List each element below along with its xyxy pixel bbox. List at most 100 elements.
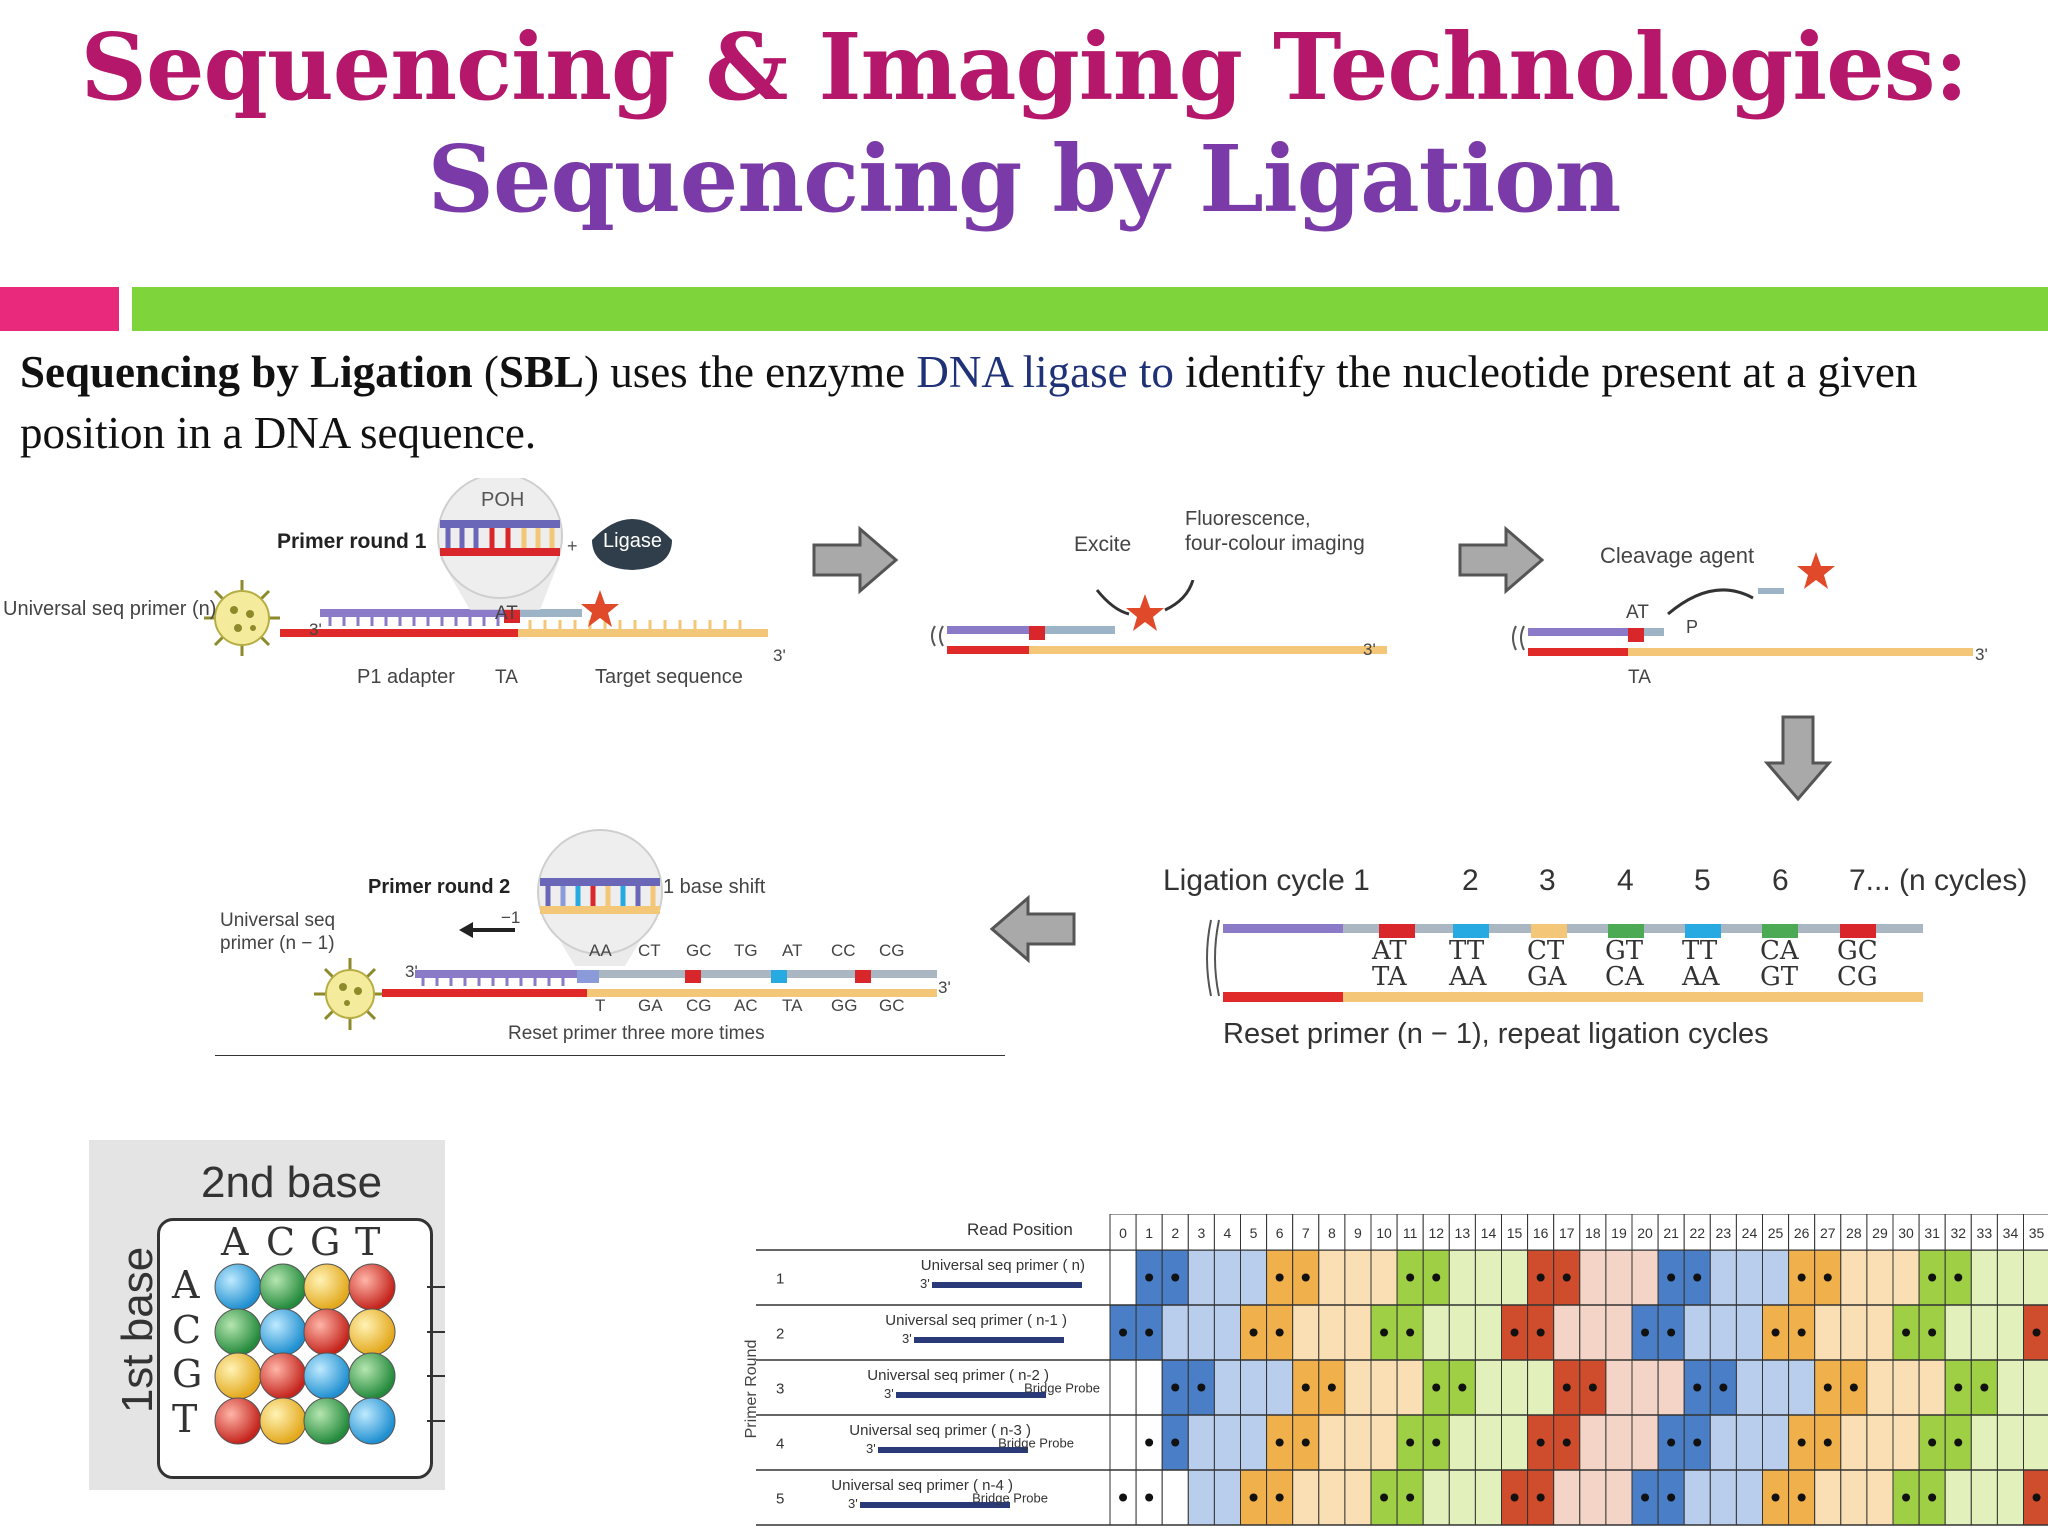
probe-dot [1771, 1328, 1780, 1337]
read-position-number: 33 [1977, 1225, 1993, 1241]
probe-dot [1510, 1328, 1519, 1337]
matrix-dot-AA [214, 1263, 262, 1311]
primer-round-number: 5 [776, 1491, 784, 1508]
probe-dot [1406, 1438, 1415, 1447]
grid-cell [1344, 1249, 1372, 1306]
probe-dot [1823, 1438, 1832, 1447]
grid-cell [1735, 1469, 1764, 1526]
grid-cell [1814, 1469, 1842, 1526]
grid-cell [1187, 1469, 1215, 1526]
primer-strand [320, 609, 508, 617]
probe-dot [1902, 1328, 1911, 1337]
probe-dot [1145, 1438, 1154, 1447]
probe-dot [1954, 1383, 1963, 1392]
probe-dot [1301, 1383, 1310, 1392]
matrix-dot-CT [348, 1308, 396, 1356]
bead-icon [314, 958, 386, 1030]
probe-dot [1693, 1438, 1702, 1447]
svg-text:3': 3' [902, 1331, 912, 1346]
grid-cell [1709, 1469, 1737, 1526]
grid-cell [1970, 1304, 1998, 1361]
arrow-right-icon [1458, 525, 1545, 595]
grid-cell [1240, 1249, 1268, 1306]
probe-dot [1902, 1493, 1911, 1502]
grid-cell [1970, 1469, 1998, 1526]
primer-name: Universal seq primer ( n-3 ) [849, 1422, 1031, 1439]
probe-dot [1275, 1328, 1284, 1337]
primer-name: Universal seq primer ( n) [921, 1257, 1085, 1274]
probe-dot [1119, 1328, 1128, 1337]
grid-cell [1788, 1249, 1816, 1306]
read-position-label: Read Position [967, 1220, 1073, 1239]
probe-dot [1562, 1438, 1571, 1447]
grid-cell [1579, 1304, 1607, 1361]
probe-dot [1928, 1493, 1937, 1502]
grid-cell [1370, 1414, 1398, 1471]
probe-dot [1667, 1438, 1676, 1447]
read-position-number: 34 [2003, 1225, 2019, 1241]
read-position-number: 26 [1794, 1225, 1810, 1241]
two-base-encoding-matrix: 2nd base 1st base A C G T A C G T [89, 1140, 445, 1490]
bridge-probe-label: Bridge Probe [998, 1436, 1074, 1451]
grid-cell [1605, 1359, 1633, 1416]
grid-cell [1840, 1304, 1868, 1361]
bridge-probe-label: Bridge Probe [972, 1491, 1048, 1506]
grid-cell [1605, 1414, 1633, 1471]
magnifier-circle [537, 829, 663, 955]
probe-dot [1536, 1438, 1545, 1447]
matrix-dot-TA [214, 1397, 262, 1445]
grid-cell [1840, 1469, 1868, 1526]
read-position-number: 10 [1376, 1225, 1392, 1241]
grid-cell [1213, 1469, 1241, 1526]
probe-dot [1406, 1493, 1415, 1502]
probe-dot [1145, 1273, 1154, 1282]
probe-dot [1171, 1383, 1180, 1392]
probe-dot [1823, 1273, 1832, 1282]
read-position-number: 28 [1846, 1225, 1862, 1241]
probe-dot [1980, 1383, 1989, 1392]
probe-dot [1536, 1328, 1545, 1337]
grid-cell [1683, 1304, 1711, 1361]
matrix-dot-GA [214, 1352, 262, 1400]
grid-cell [1187, 1304, 1215, 1361]
read-position-number: 23 [1716, 1225, 1732, 1241]
probe-dot [1301, 1438, 1310, 1447]
grid-cell [1788, 1359, 1816, 1416]
read-position-number: 6 [1276, 1225, 1284, 1241]
read-position-number: 0 [1119, 1225, 1127, 1241]
probe-dot [1954, 1273, 1963, 1282]
grid-cell [1474, 1304, 1503, 1361]
grid-cell [1709, 1249, 1737, 1306]
grid-cell [1501, 1414, 1529, 1471]
arrow-down-icon [1763, 715, 1833, 802]
probe-dot [1406, 1273, 1415, 1282]
grid-cell [1501, 1249, 1529, 1306]
matrix-dot-TT [348, 1397, 396, 1445]
sbl-abbr: SBL [498, 347, 584, 397]
page-title-line2: Sequencing by Ligation [427, 125, 1622, 233]
probe-dot [1797, 1273, 1806, 1282]
grid-cell [1370, 1359, 1398, 1416]
read-position-number: 27 [1820, 1225, 1836, 1241]
probe-dot [1249, 1328, 1258, 1337]
grid-cell [1318, 1249, 1346, 1306]
grid-cell [1266, 1359, 1294, 1416]
read-position-number: 4 [1224, 1225, 1232, 1241]
cleaved-star-icon [1797, 552, 1835, 589]
probe-dot [1145, 1493, 1154, 1502]
read-position-number: 5 [1250, 1225, 1258, 1241]
grid-cell [1866, 1359, 1894, 1416]
probe-dot [1458, 1383, 1467, 1392]
grid-cell [1762, 1414, 1790, 1471]
probe-dot [1171, 1438, 1180, 1447]
probe-dot [1562, 1383, 1571, 1392]
read-position-number: 8 [1328, 1225, 1336, 1241]
read-position-number: 18 [1585, 1225, 1601, 1241]
probe-dot [1275, 1438, 1284, 1447]
grid-cell [1762, 1359, 1790, 1416]
grid-cell [2023, 1359, 2048, 1416]
probe-dot [1536, 1493, 1545, 1502]
probe-dot [1432, 1383, 1441, 1392]
grid-cell [1292, 1469, 1320, 1526]
